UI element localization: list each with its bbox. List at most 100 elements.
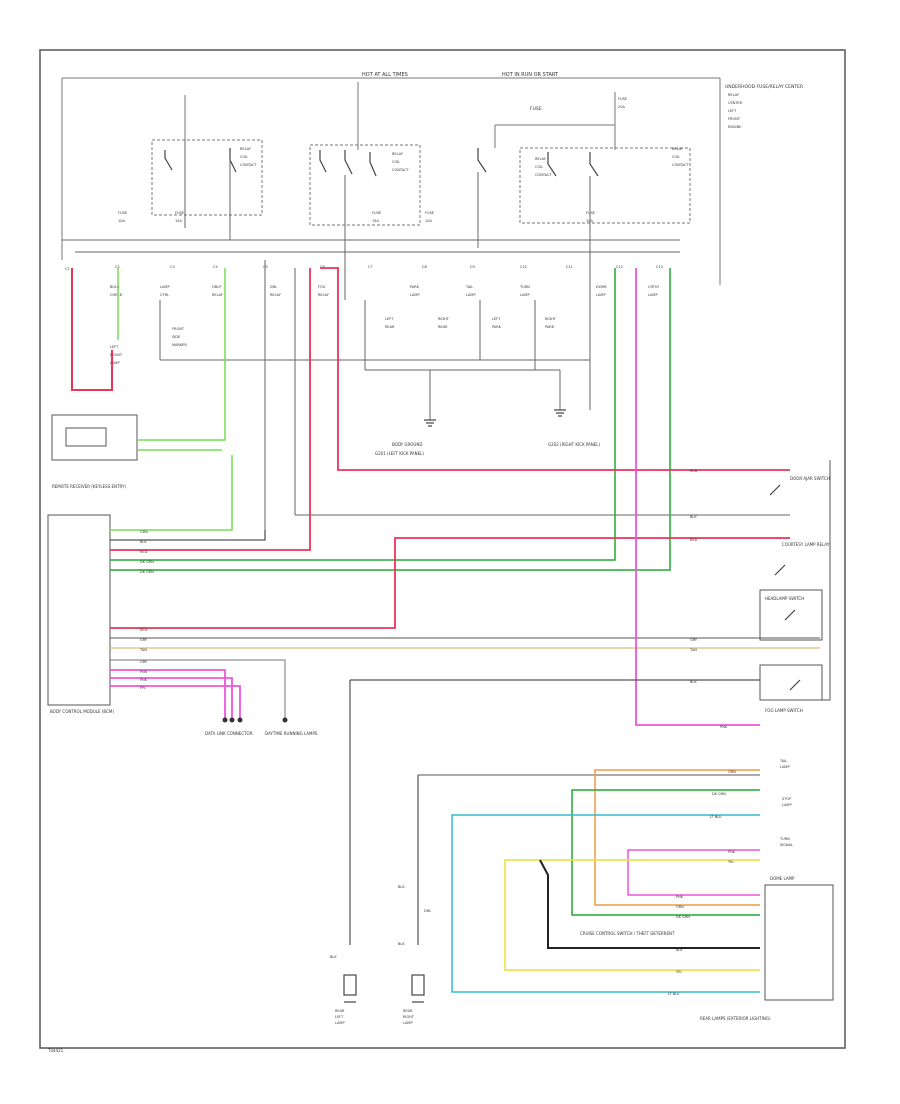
svg-text:LT BLU: LT BLU xyxy=(710,815,722,819)
svg-text:15A: 15A xyxy=(372,219,379,223)
label-fog-lamp-switch: FOG LAMP SWITCH xyxy=(765,708,803,713)
rear-lamp-box xyxy=(764,884,834,1001)
svg-text:FRONT: FRONT xyxy=(110,353,123,357)
svg-text:BLK: BLK xyxy=(690,680,697,684)
svg-text:BLK: BLK xyxy=(398,885,405,889)
wire-pink-3 xyxy=(110,685,241,720)
label-headlamp-switch: HEADLAMP SWITCH xyxy=(765,596,804,601)
svg-text:LAMP: LAMP xyxy=(782,803,792,807)
label-rear-lamps: REAR LAMPS (EXTERIOR LIGHTING) xyxy=(700,1016,771,1021)
headlamp-switch-box xyxy=(759,589,823,641)
wire-bcm-red-1 xyxy=(110,268,311,551)
svg-text:FUSE: FUSE xyxy=(118,211,127,215)
label-daytime-running: DAYTIME RUNNING LAMPS xyxy=(265,731,318,736)
svg-text:DRL: DRL xyxy=(270,285,277,289)
svg-text:COIL: COIL xyxy=(240,155,248,159)
lower-wire-tags: ORN DK GRN LT BLU PNK YEL PNK ORN DK GRN… xyxy=(668,770,736,996)
wire-green-rear xyxy=(571,789,760,916)
svg-text:10A: 10A xyxy=(425,219,432,223)
diagram-frame xyxy=(39,49,846,1049)
svg-text:RED: RED xyxy=(690,538,698,542)
svg-text:GRY: GRY xyxy=(140,660,148,664)
svg-text:RELAY: RELAY xyxy=(728,93,740,97)
svg-text:DOME: DOME xyxy=(596,285,607,289)
svg-text:10A: 10A xyxy=(118,219,125,223)
wire-yellow xyxy=(504,859,760,971)
svg-text:FRONT: FRONT xyxy=(172,327,185,331)
connector-dot xyxy=(237,717,243,723)
ground-symbols xyxy=(424,409,566,427)
svg-text:DK GRN: DK GRN xyxy=(712,792,726,796)
svg-text:C8: C8 xyxy=(422,265,427,269)
svg-text:CENTER: CENTER xyxy=(728,101,743,105)
svg-text:ORN: ORN xyxy=(676,905,684,909)
bcm-box xyxy=(47,514,111,706)
wire-red-left xyxy=(71,268,113,391)
svg-text:GRY: GRY xyxy=(690,638,698,642)
rear-ground-symbols xyxy=(343,974,425,1003)
svg-text:LEFT: LEFT xyxy=(492,317,501,321)
svg-text:LAMP: LAMP xyxy=(403,1021,413,1025)
mid-bus xyxy=(62,140,680,253)
svg-text:DK GRN: DK GRN xyxy=(140,560,154,564)
wire-bcm-green-3 xyxy=(110,268,671,571)
wire-dark xyxy=(539,859,760,949)
svg-text:BLK: BLK xyxy=(330,955,337,959)
svg-text:TAN: TAN xyxy=(689,648,697,652)
svg-text:BLK: BLK xyxy=(690,515,697,519)
svg-text:FUSE: FUSE xyxy=(175,211,184,215)
svg-text:YEL: YEL xyxy=(676,970,682,974)
wire-pink-1 xyxy=(110,669,226,720)
svg-text:RELAY: RELAY xyxy=(270,293,282,297)
label-data-link: DATA LINK CONNECTOR xyxy=(205,731,253,736)
svg-text:PARK: PARK xyxy=(410,285,420,289)
svg-text:LEFT: LEFT xyxy=(728,109,737,113)
svg-text:LEFT: LEFT xyxy=(385,317,394,321)
svg-text:LT BLU: LT BLU xyxy=(668,992,680,996)
svg-text:FRONT: FRONT xyxy=(728,117,741,121)
svg-text:RELAY: RELAY xyxy=(535,157,547,161)
top-bus-lines xyxy=(61,77,721,285)
svg-text:C6: C6 xyxy=(320,265,325,269)
label-dome-lamp: DOME LAMP xyxy=(770,876,795,881)
svg-text:ENGINE: ENGINE xyxy=(728,125,741,129)
relay-switches xyxy=(164,148,599,177)
svg-text:LAMP: LAMP xyxy=(110,361,120,365)
footer-code: T04421 xyxy=(47,1048,64,1053)
svg-text:DRL: DRL xyxy=(424,909,431,913)
svg-text:PARK: PARK xyxy=(492,325,502,329)
svg-text:FUSE: FUSE xyxy=(618,97,627,101)
label-bcm: BODY CONTROL MODULE (BCM) xyxy=(50,709,114,714)
svg-text:PNK: PNK xyxy=(676,895,684,899)
switch-panel-frame xyxy=(760,460,831,701)
svg-text:TURN: TURN xyxy=(519,285,530,289)
svg-text:C3: C3 xyxy=(170,265,175,269)
svg-text:LAMP: LAMP xyxy=(520,293,530,297)
svg-text:RELAY: RELAY xyxy=(240,147,252,151)
svg-text:SIDE: SIDE xyxy=(172,335,180,339)
wire-bcm-black-1 xyxy=(110,530,266,541)
svg-text:CONTACT: CONTACT xyxy=(392,168,409,172)
wire-pink-rear xyxy=(627,849,760,896)
svg-text:ORN: ORN xyxy=(728,770,736,774)
mid-connectors xyxy=(159,240,790,530)
svg-text:REAR: REAR xyxy=(438,325,448,329)
label-courtesy-lamp: COURTESY LAMP RELAY xyxy=(782,542,830,547)
connector-dot xyxy=(282,717,288,723)
svg-text:LAMP: LAMP xyxy=(780,765,790,769)
svg-text:BLK: BLK xyxy=(398,942,405,946)
svg-text:LAMP: LAMP xyxy=(335,1021,345,1025)
label-door-ajar: DOOR AJAR SWITCH xyxy=(790,476,830,481)
svg-text:C10: C10 xyxy=(520,265,527,269)
svg-text:C11: C11 xyxy=(566,265,573,269)
svg-text:FUSE: FUSE xyxy=(586,211,595,215)
svg-text:BLK: BLK xyxy=(140,540,147,544)
svg-text:COIL: COIL xyxy=(392,160,400,164)
svg-text:C1: C1 xyxy=(65,267,70,271)
